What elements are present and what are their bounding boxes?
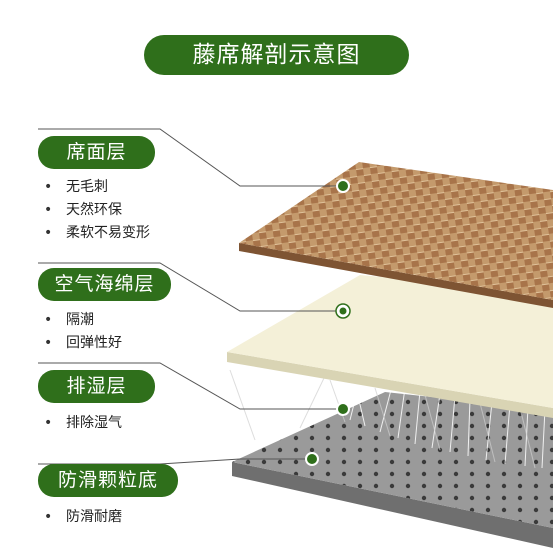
- layer-label-surface: 席面层: [38, 136, 155, 169]
- feature-item: •隔潮: [44, 312, 94, 328]
- leader-lines: [38, 128, 343, 465]
- feature-item: •排除湿气: [44, 415, 122, 431]
- rattan-layer-graphic: [239, 162, 553, 308]
- layer-label-grip: 防滑颗粒底: [38, 464, 178, 497]
- feature-item: •无毛刺: [44, 179, 108, 195]
- layer-markers: [305, 179, 351, 466]
- sponge-layer-graphic: [227, 275, 553, 418]
- layer-label-sponge: 空气海绵层: [38, 268, 171, 301]
- feature-item: •天然环保: [44, 202, 122, 218]
- feature-item: •防滑耐磨: [44, 509, 122, 525]
- moisture-fibre-graphic: [239, 364, 546, 469]
- feature-item: •回弹性好: [44, 335, 122, 351]
- page-title: 藤席解剖示意图: [144, 35, 409, 75]
- feature-item: •柔软不易变形: [44, 225, 150, 241]
- grip-layer-graphic: [232, 392, 553, 548]
- layer-label-moisture: 排湿层: [38, 370, 155, 403]
